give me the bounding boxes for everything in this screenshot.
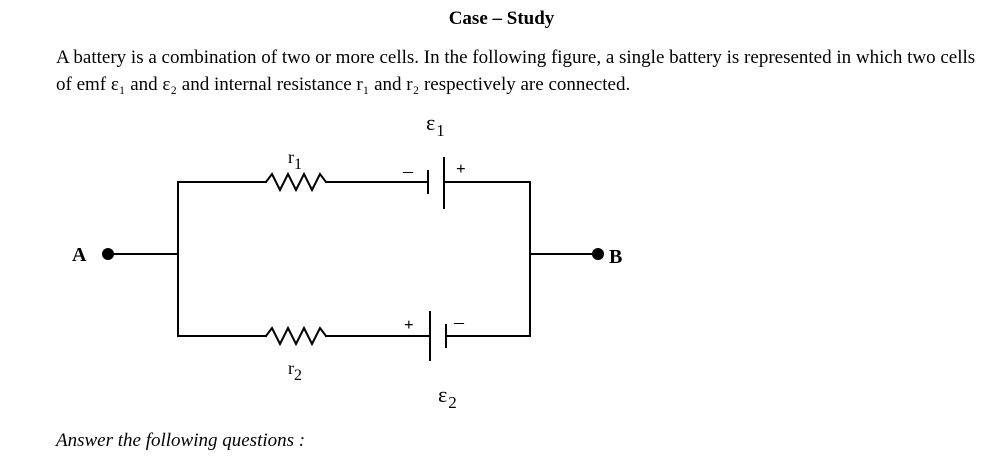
intro-paragraph: A battery is a combination of two or mor… xyxy=(56,47,976,95)
answer-prompt: Answer the following questions : xyxy=(56,430,306,451)
r1-label: r1 xyxy=(288,147,302,173)
case-study-heading: Case – Study xyxy=(448,8,555,29)
emf1-label: ε1 xyxy=(426,110,445,140)
cell1-plus-sign: + xyxy=(456,159,466,178)
cell1-minus-sign: – xyxy=(402,160,414,182)
cell2-plus-sign: + xyxy=(404,315,414,334)
cell2-minus-sign: – xyxy=(453,311,465,333)
r2-label: r2 xyxy=(288,358,302,384)
terminal-a-label: A xyxy=(72,244,87,266)
resistor-r1 xyxy=(264,171,328,193)
terminal-a-dot xyxy=(102,248,114,260)
emf2-label: ε2 xyxy=(438,382,457,412)
terminal-b-label: B xyxy=(609,246,622,268)
terminal-b-dot xyxy=(592,248,604,260)
resistor-r2 xyxy=(264,325,328,347)
